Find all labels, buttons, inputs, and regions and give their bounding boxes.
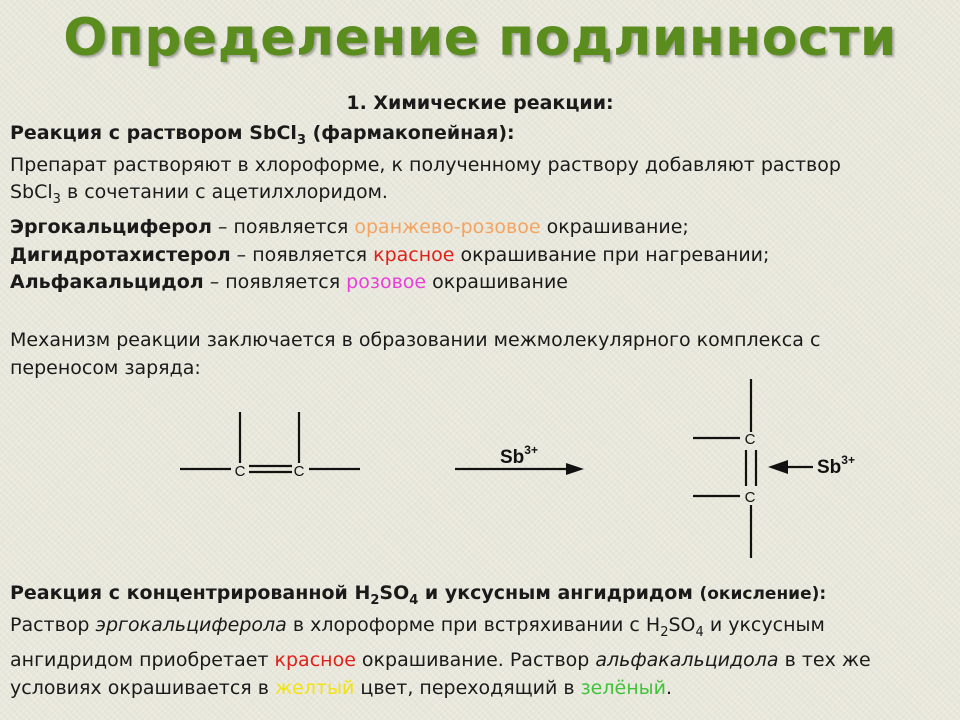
- reaction2-line2: ангидридом приобретает красное окрашиван…: [10, 649, 871, 671]
- mechanism-line2: переносом заряда:: [10, 357, 201, 379]
- reaction2-line1: Раствор эргокальциферола в хлороформе пр…: [10, 614, 825, 640]
- atom-c-right: C: [294, 463, 305, 480]
- atom-c-top: C: [745, 431, 756, 448]
- atom-c-bottom: C: [745, 489, 756, 506]
- reaction2-heading: Реакция с концентрированной H2SO4 и уксу…: [10, 582, 827, 608]
- reaction1-body-line2: SbCl3 в сочетании с ацетилхлоридом.: [10, 181, 388, 207]
- reaction1-body-line1: Препарат растворяют в хлороформе, к полу…: [10, 154, 841, 176]
- section-heading: 1. Химические реакции:: [346, 92, 614, 114]
- atom-c-left: C: [235, 463, 246, 480]
- mechanism-line1: Механизм реакции заключается в образован…: [10, 329, 821, 351]
- complex-arrowhead: [768, 460, 788, 474]
- reaction2-line3: условиях окрашивается в желтый цвет, пер…: [10, 677, 673, 699]
- slide-title: Определение подлинности: [63, 8, 897, 68]
- reaction1-heading: Реакция с раствором SbCl3 (фармакопейная…: [10, 122, 515, 148]
- compound-ergocalciferol: Эргокальциферол – появляется оранжево-ро…: [10, 216, 689, 238]
- reaction-arrowhead: [566, 463, 584, 475]
- compound-alfacalcidol: Альфакальцидол – появляется розовое окра…: [10, 271, 568, 293]
- reagent-label-arrow: Sb3+: [500, 443, 538, 468]
- compound-dihydrotachysterol: Дигидротахистерол – появляется красное о…: [10, 244, 770, 266]
- reagent-label-complex: Sb3+: [817, 453, 855, 478]
